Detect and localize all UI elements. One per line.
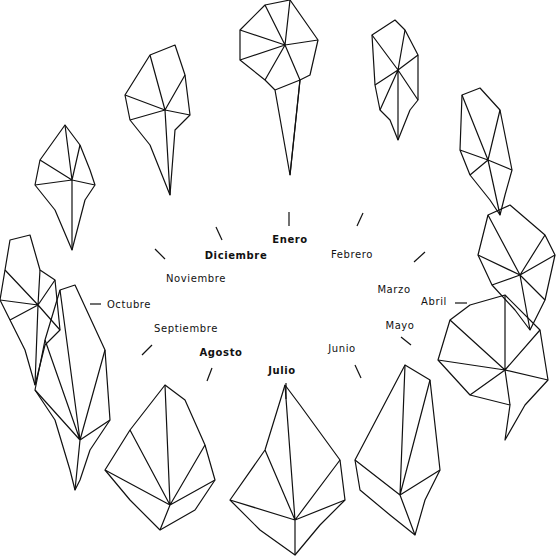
month-label: Octubre <box>107 300 151 310</box>
crystal-shape <box>372 20 418 140</box>
crystal-shape <box>240 0 318 175</box>
crystal-shape <box>125 45 190 195</box>
crystal-shape <box>35 285 110 490</box>
month-label: Julio <box>268 366 296 376</box>
crystal-shape <box>438 295 548 440</box>
crystal-shape <box>105 385 215 530</box>
crystal-shape <box>35 125 95 250</box>
month-label: Agosto <box>200 348 243 358</box>
month-label: Noviembre <box>166 274 226 284</box>
crystal-shape <box>0 235 60 385</box>
month-label: Marzo <box>377 285 410 295</box>
crystal-shape <box>355 365 440 535</box>
month-label: Mayo <box>385 321 414 331</box>
month-label: Junio <box>328 344 356 354</box>
crystal-shape <box>478 205 555 330</box>
month-label: Febrero <box>331 250 373 260</box>
month-label: Enero <box>272 235 308 245</box>
tick-marks <box>90 212 467 399</box>
month-label: Diciembre <box>205 251 268 261</box>
crystal-shape <box>460 88 512 215</box>
month-label: Septiembre <box>154 324 218 334</box>
crystal-shape <box>230 385 345 555</box>
month-label: Abril <box>421 297 447 307</box>
